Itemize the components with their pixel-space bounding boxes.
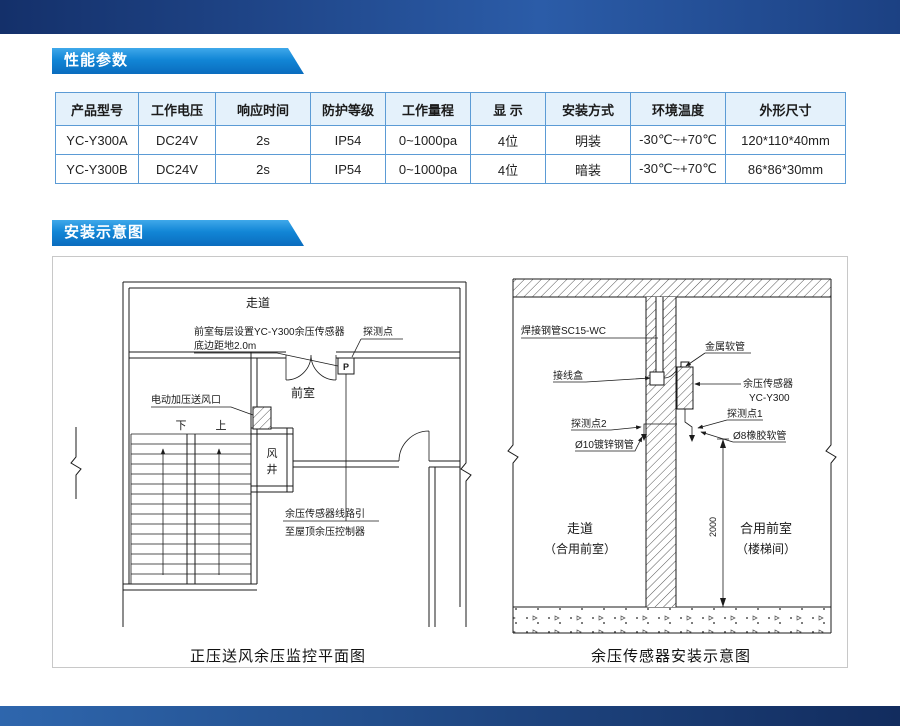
detect-point-label: 探测点: [363, 325, 393, 338]
column-header: 显 示: [470, 92, 546, 126]
table-cell: YC-Y300B: [55, 154, 139, 184]
table-cell: 0~1000pa: [385, 154, 471, 184]
right-room-label-line2: （楼梯间）: [736, 541, 796, 556]
section-title-performance: 性能参数: [64, 52, 129, 69]
column-header: 响应时间: [215, 92, 311, 126]
stairs: [130, 433, 252, 584]
section-title-installation: 安装示意图: [64, 224, 145, 241]
section-header-installation: 安装示意图: [52, 220, 304, 246]
detect1-label: 探测点1: [727, 407, 763, 420]
top-banner: [0, 0, 900, 34]
partition-wall: [645, 297, 677, 607]
table-cell: 4位: [470, 125, 546, 155]
table-cell: -30℃~+70℃: [630, 125, 726, 155]
column-header: 安装方式: [545, 92, 631, 126]
table-cell: 0~1000pa: [385, 125, 471, 155]
column-header: 产品型号: [55, 92, 139, 126]
section-header-performance: 性能参数: [52, 48, 304, 74]
table-cell: 暗装: [545, 154, 631, 184]
ceiling-slab: [513, 278, 831, 298]
diagram-panel: P 走道 前室每层设置YC-Y300余压传感器 底边距地2.0m 探测点 前室 …: [52, 256, 848, 668]
plan-caption: 正压送风余压监控平面图: [189, 648, 366, 665]
table-cell: YC-Y300A: [55, 125, 139, 155]
detect2-label: 探测点2: [571, 417, 607, 430]
table-cell: DC24V: [138, 125, 216, 155]
right-room-label-line1: 合用前室: [740, 521, 792, 536]
hose8-label: Ø8橡胶软管: [733, 429, 786, 442]
table-cell: IP54: [310, 125, 386, 155]
air-shaft-char1: 风: [267, 447, 278, 460]
weld-pipe-label: 焊接钢管SC15-WC: [521, 324, 606, 337]
pipe10-label: Ø10镀锌钢管: [575, 438, 634, 451]
detection-tube-1: [684, 409, 695, 442]
plan-doors: [285, 354, 430, 462]
front-room-label: 前室: [291, 385, 315, 400]
table-cell: IP54: [310, 154, 386, 184]
sensor-label-line1: 余压传感器: [743, 377, 793, 390]
left-room-label-line1: 走道: [567, 521, 593, 536]
column-header: 工作量程: [385, 92, 471, 126]
plan-leaders: [151, 338, 403, 416]
table-cell: -30℃~+70℃: [630, 154, 726, 184]
junction-box-label: 接线盒: [553, 369, 583, 382]
floor-plan-drawing: P 走道 前室每层设置YC-Y300余压传感器 底边距地2.0m 探测点 前室 …: [70, 281, 472, 627]
pressurized-vent: [252, 406, 272, 430]
section-cut-lines: [507, 279, 837, 633]
stair-up-label: 上: [216, 419, 227, 432]
corridor-label: 走道: [246, 296, 270, 310]
welded-conduit: [655, 297, 664, 372]
table-cell: 4位: [470, 154, 546, 184]
detail-caption: 余压传感器安装示意图: [590, 648, 751, 665]
detection-point-marker: P: [337, 357, 355, 375]
plan-note-line2: 底边距地2.0m: [194, 339, 256, 352]
stair-down-label: 下: [176, 420, 187, 432]
vent-label: 电动加压送风口: [151, 393, 221, 406]
table-cell: 120*110*40mm: [725, 125, 846, 155]
pressure-sensor: [676, 366, 694, 410]
wire-note-line2: 至屋顶余压控制器: [285, 525, 365, 538]
table-cell: 2s: [215, 125, 311, 155]
table-cell: 2s: [215, 154, 311, 184]
column-header: 工作电压: [138, 92, 216, 126]
column-header: 环境温度: [630, 92, 726, 126]
left-room-label-line2: （合用前室）: [544, 541, 616, 556]
table-cell: 86*86*30mm: [725, 154, 846, 184]
air-shaft-char2: 井: [267, 462, 278, 476]
table-cell: 明装: [545, 125, 631, 155]
floor-slab: [513, 606, 831, 634]
detail-leaders: [521, 337, 786, 452]
plan-walls: [70, 281, 472, 627]
dimension-value: 2000: [708, 517, 718, 537]
column-header: 防护等级: [310, 92, 386, 126]
junction-box: [649, 371, 665, 386]
plan-note-line1: 前室每层设置YC-Y300余压传感器: [194, 325, 345, 338]
table-cell: DC24V: [138, 154, 216, 184]
detection-tube-2: [641, 423, 677, 441]
sensor-label-line2: YC-Y300: [749, 393, 790, 404]
bottom-banner: [0, 706, 900, 726]
p-marker-label: P: [343, 362, 349, 372]
column-header: 外形尺寸: [725, 92, 846, 126]
table-header-row: 产品型号工作电压响应时间防护等级工作量程显 示安装方式环境温度外形尺寸: [55, 92, 846, 126]
metal-hose-label: 金属软管: [705, 340, 745, 353]
installation-detail-drawing: 2000 焊接钢管SC15-WC 金属软管 接线盒 余压传感器 YC-Y300 …: [507, 278, 837, 634]
dimension-2000: 2000: [708, 438, 729, 608]
wire-note-line1: 余压传感器线路引: [285, 507, 365, 520]
sensor-wire-route: [283, 374, 379, 522]
